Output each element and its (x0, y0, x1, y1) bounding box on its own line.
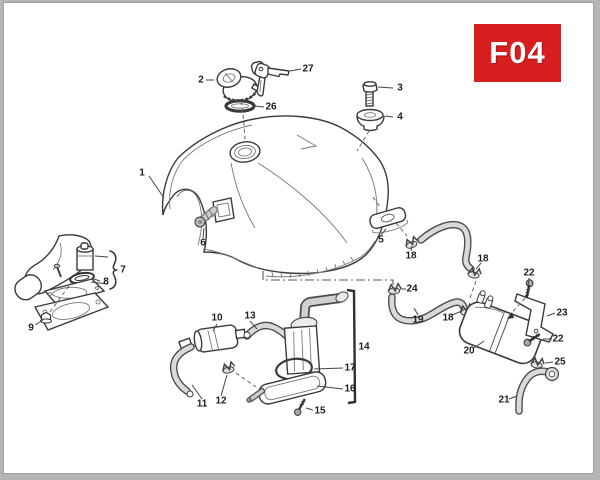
part-label-12: 12 (215, 396, 227, 407)
part-label-16: 16 (344, 384, 356, 395)
rubber-pad (369, 207, 409, 234)
pump-group-bracket (346, 288, 357, 405)
leader-lines (34, 68, 556, 411)
part-label-20: 20 (463, 346, 475, 357)
part-label-18c: 18 (442, 313, 454, 324)
fuel-filler-cap (216, 68, 260, 102)
part-label-8: 8 (103, 277, 109, 288)
part-label-14: 14 (358, 342, 370, 353)
tank-front-bushing (194, 197, 235, 228)
pump-base-plate (258, 371, 327, 405)
part-label-1: 1 (139, 168, 145, 179)
part-label-4: 4 (397, 112, 403, 123)
fuel-hose-lower (169, 343, 195, 398)
part-label-18b: 18 (477, 254, 489, 265)
part-label-11: 11 (197, 399, 208, 410)
part-label-18a: 18 (405, 251, 417, 262)
part-label-25: 25 (554, 357, 566, 368)
assembly-brace (109, 250, 119, 290)
direction-arrow (507, 312, 514, 319)
flange-ribs (271, 256, 354, 279)
breather-hose (417, 220, 475, 273)
part-label-27: 27 (302, 64, 314, 75)
part-label-3: 3 (397, 83, 403, 94)
figure-code-badge: F04 (474, 24, 561, 82)
tank-mount-grommet (356, 108, 385, 152)
drain-hose-19 (388, 293, 469, 325)
part-label-23: 23 (556, 308, 568, 319)
canister-hose-21 (515, 366, 560, 415)
tank-bracket-assembly (14, 234, 94, 301)
pump-outlet-nozzle (246, 388, 265, 403)
bracket-bottom-plate (33, 292, 110, 331)
ignition-keys (250, 60, 290, 97)
part-label-6: 6 (200, 238, 206, 249)
part-label-5: 5 (378, 235, 384, 246)
tank-mount-bolt (362, 81, 378, 107)
part-label-24: 24 (406, 284, 418, 295)
part-label-22a: 22 (523, 268, 535, 279)
fuel-tank (161, 115, 389, 279)
filler-cap-gasket (224, 99, 256, 140)
part-label-15: 15 (314, 406, 326, 417)
figure-code: F04 (489, 35, 546, 70)
fuel-filter (178, 324, 251, 353)
part-label-7: 7 (120, 265, 126, 276)
part-label-17: 17 (344, 363, 356, 374)
part-label-26: 26 (265, 102, 277, 113)
bracket-nut (40, 311, 52, 324)
part-label-10: 10 (211, 313, 223, 324)
part-label-13: 13 (244, 311, 256, 322)
part-label-22b: 22 (552, 334, 564, 345)
hose-clamp-12 (220, 360, 237, 376)
filler-neck (229, 141, 261, 163)
pump-screw (294, 398, 306, 416)
hose-clamp-24 (386, 282, 403, 296)
canister (458, 290, 543, 365)
part-label-19: 19 (412, 315, 424, 326)
part-label-9: 9 (28, 323, 34, 334)
fuel-pump-assembly (283, 291, 349, 375)
part-label-2: 2 (198, 75, 204, 86)
alignment-line (262, 271, 394, 285)
part-label-21: 21 (498, 395, 510, 406)
